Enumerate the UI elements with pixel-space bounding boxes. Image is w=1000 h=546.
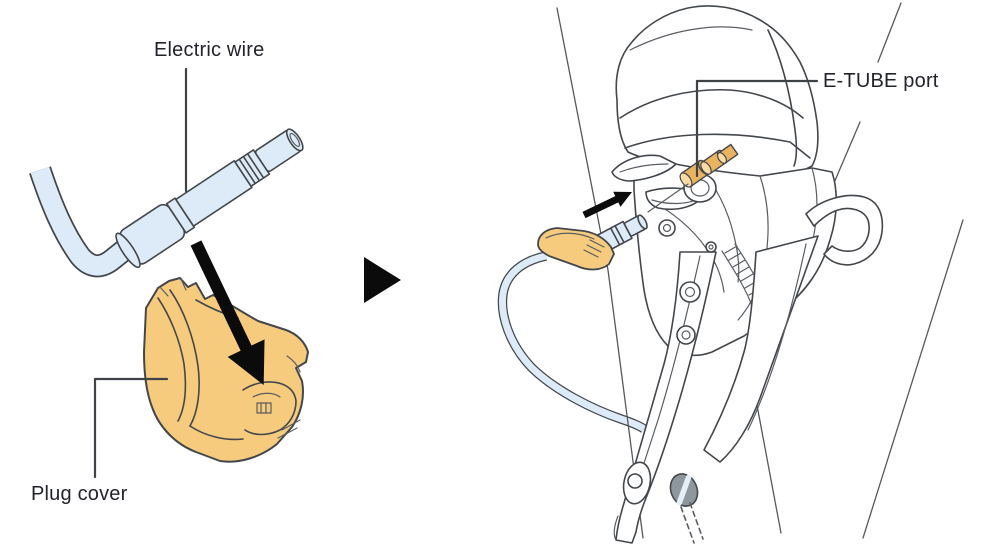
etube-port-leader [695,79,819,178]
connector-end-face [285,128,304,152]
connected-wire-connector [537,214,648,271]
plug-cover-label: Plug cover [31,483,128,505]
etube-port-connectors [679,143,739,203]
right-panel [497,2,964,544]
front-derailleur [611,5,884,544]
wire-connector [115,128,304,269]
plug-cover-leader [93,377,169,479]
cage-eyelet [622,461,652,505]
bolt-axis-dashes [680,502,704,544]
clamp-bolt [669,473,699,507]
etube-port-label: E-TUBE port [823,70,939,92]
connector-grip [537,227,615,271]
derailleur-top-cover [615,5,819,180]
rear-cage-arm [703,235,819,463]
electric-wire-cable [29,166,146,278]
sequence-arrow-icon [364,257,401,303]
insertion-axis-line [647,183,689,213]
pivot-bolts [658,219,717,345]
plug-cover-socket [242,381,301,439]
bike-frame-lines [556,2,964,539]
plug-cover [143,277,309,463]
insert-arrow-icon [582,191,632,219]
left-panel [29,67,309,479]
electric-wire-label: Electric wire [154,39,265,61]
connected-wire-cable [497,251,647,433]
support-bracket [805,194,884,266]
down-arrow-icon [190,240,265,385]
